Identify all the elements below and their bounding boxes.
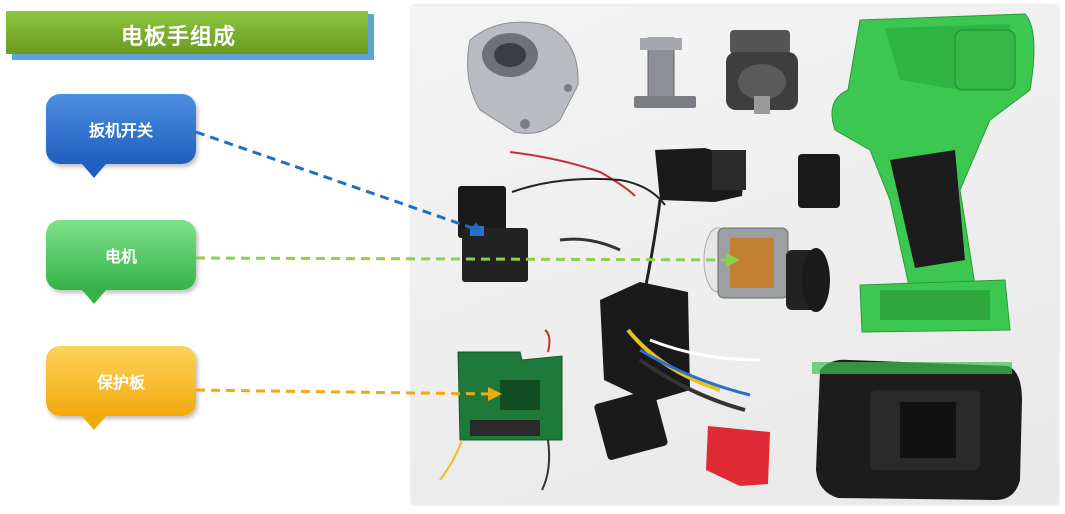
battery-pack bbox=[812, 359, 1022, 500]
callout-trigger-switch-label: 扳机开关 bbox=[88, 121, 153, 140]
callout-motor: 电机 bbox=[46, 220, 196, 304]
wire-black bbox=[511, 177, 666, 206]
black-cap-part bbox=[798, 154, 840, 208]
callout-trigger-switch: 扳机开关 bbox=[46, 94, 196, 178]
protection-board bbox=[439, 329, 563, 491]
arrow-trigger-switch bbox=[195, 130, 482, 232]
controller-board bbox=[600, 282, 761, 412]
page-title: 电板手组成 bbox=[121, 25, 237, 50]
wire-red bbox=[509, 151, 636, 197]
gear-housing bbox=[467, 21, 579, 134]
wire-main bbox=[643, 199, 662, 291]
anvil-shaft bbox=[634, 37, 696, 108]
upper-trigger-switch bbox=[655, 148, 746, 202]
black-connector bbox=[594, 389, 668, 460]
hammer-mechanism bbox=[726, 30, 798, 114]
callout-motor-label: 电机 bbox=[104, 247, 137, 266]
title-banner: 电板手组成 bbox=[6, 8, 374, 60]
trigger-switch bbox=[458, 186, 528, 282]
red-latch bbox=[706, 426, 770, 486]
arrow-protection-board bbox=[195, 387, 502, 401]
wire-multi bbox=[559, 237, 621, 252]
tool-housing bbox=[831, 13, 1035, 333]
callout-protection-board: 保护板 bbox=[46, 346, 196, 430]
title-bar: 电板手组成 bbox=[6, 8, 368, 54]
callout-protection-board-label: 保护板 bbox=[96, 373, 145, 392]
arrow-motor bbox=[195, 253, 740, 267]
motor bbox=[703, 227, 830, 312]
